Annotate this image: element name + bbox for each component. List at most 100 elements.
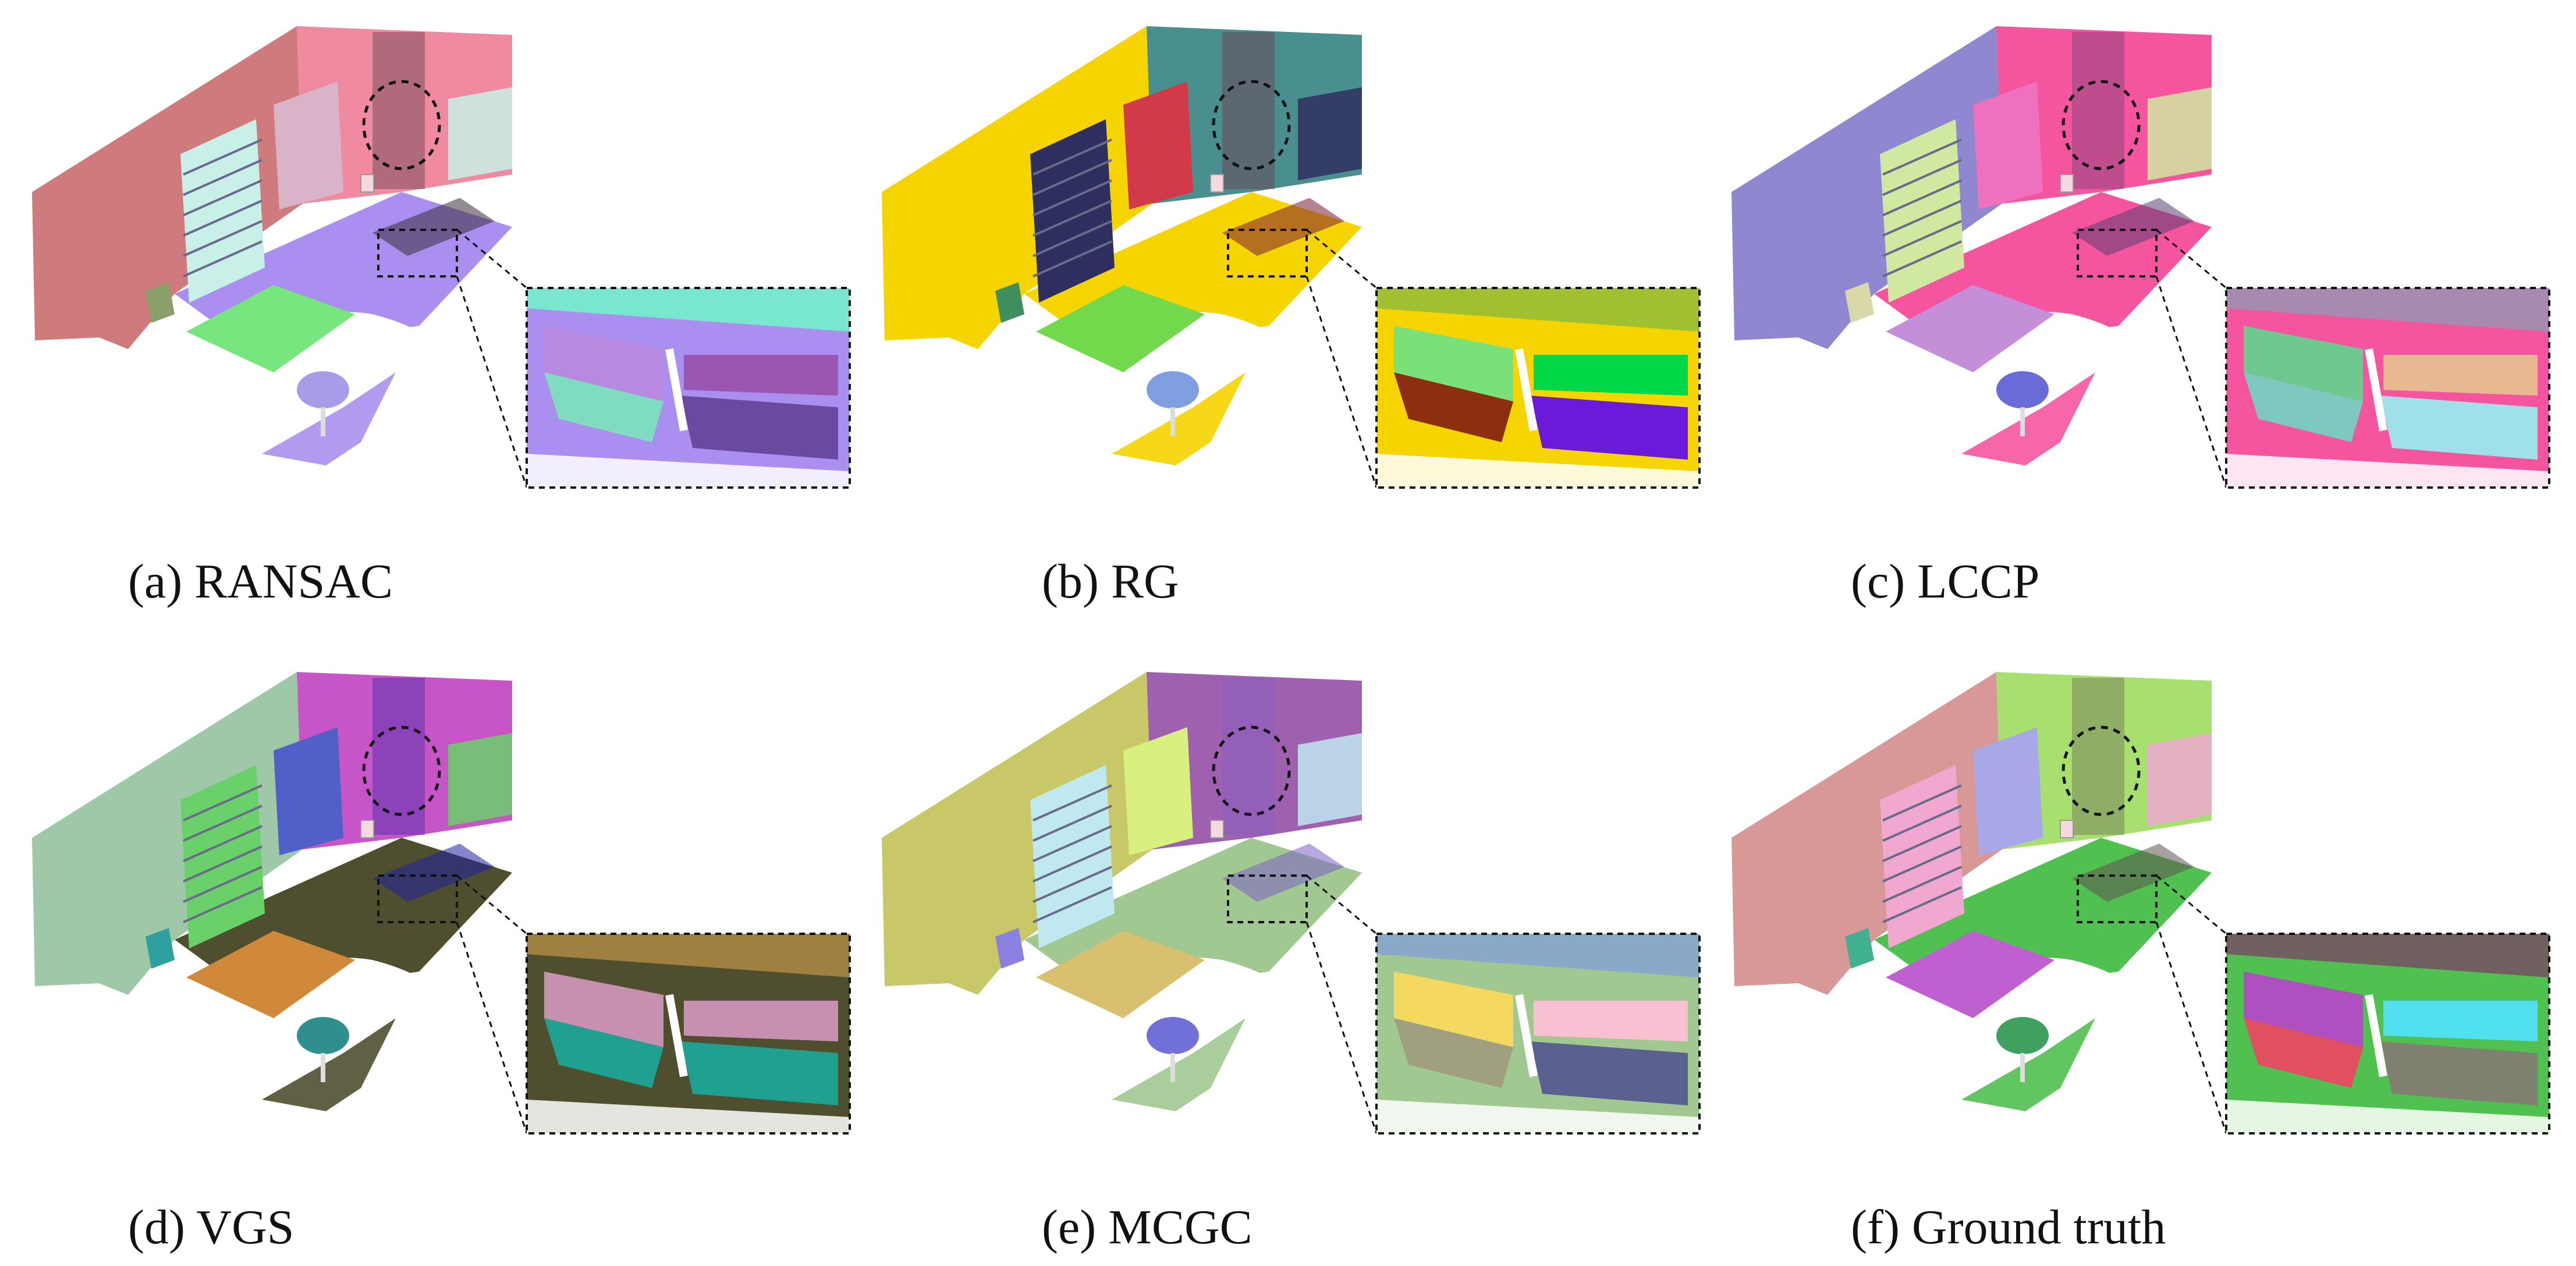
zoom-connector-top xyxy=(1306,229,1377,289)
bookshelf xyxy=(1030,119,1115,303)
panel-e: (e) MCGC xyxy=(850,646,1701,1263)
chair-left xyxy=(146,282,175,323)
wall-shelves xyxy=(1298,733,1362,826)
zoom-connector-top xyxy=(2156,229,2227,289)
inset-segment-c xyxy=(1534,355,1688,396)
door-strip xyxy=(1222,678,1275,835)
zoom-inset xyxy=(526,287,851,489)
wall-shelves xyxy=(2148,733,2212,826)
shelf-board xyxy=(183,200,262,237)
panel-b: (b) RG xyxy=(850,0,1701,617)
inset-segment-a xyxy=(544,326,663,401)
panel-d: (d) VGS xyxy=(0,646,851,1263)
inset-segment-d xyxy=(1531,1041,1688,1105)
zoom-connector-top xyxy=(2156,874,2227,935)
door-strip xyxy=(2072,32,2124,189)
shelf-board xyxy=(1032,845,1112,883)
table xyxy=(186,285,355,372)
office-chair xyxy=(297,1017,349,1054)
wall-shelves xyxy=(1298,87,1362,180)
caption-b: (b) RG xyxy=(1042,554,1179,609)
highlight-ellipse xyxy=(2061,80,2141,170)
highlight-ellipse xyxy=(2061,726,2141,816)
wall-shelves xyxy=(2148,87,2212,180)
desk xyxy=(1222,198,1344,256)
caption-e: (e) MCGC xyxy=(1042,1200,1252,1254)
highlight-ellipse xyxy=(1212,80,1291,170)
highlight-ellipse xyxy=(1212,726,1291,816)
desk xyxy=(372,844,495,902)
shelf-board xyxy=(183,886,262,923)
scene-render-c xyxy=(1731,26,2550,489)
inset-segment-b xyxy=(1394,372,1513,442)
bookshelf xyxy=(180,119,265,303)
inset-segment-d xyxy=(681,1041,838,1105)
bookshelf xyxy=(1030,765,1115,948)
chair-mat xyxy=(1112,372,1246,465)
caption-f: (f) Ground truth xyxy=(1851,1200,2166,1254)
zoom-connector-top xyxy=(456,874,527,935)
table xyxy=(1036,285,1205,372)
scene-render-e xyxy=(882,672,1701,1135)
door-strip xyxy=(372,32,425,189)
cabinet xyxy=(274,727,343,855)
cabinet xyxy=(1973,81,2043,209)
shelf-board xyxy=(183,845,262,883)
wastebasket xyxy=(2060,820,2074,838)
shelf-board xyxy=(1882,240,1962,278)
desk xyxy=(2072,198,2194,256)
table xyxy=(1886,931,2055,1018)
caption-a: (a) RANSAC xyxy=(128,554,393,609)
zoom-connector-bottom xyxy=(1305,276,1378,488)
shelf-board xyxy=(1882,805,1962,842)
inset-segment-c xyxy=(2383,1001,2538,1041)
inset-segment-c xyxy=(2383,355,2538,396)
shelf-board xyxy=(183,179,262,216)
shelf-board xyxy=(1882,845,1962,883)
left-wall xyxy=(32,26,303,349)
door-strip xyxy=(2072,678,2124,835)
shelf-board xyxy=(1032,138,1112,176)
scene-render-d xyxy=(32,672,851,1135)
chair-mat xyxy=(1112,1018,1246,1111)
chair-mat xyxy=(262,372,396,465)
shelf-board xyxy=(1882,200,1962,237)
chair-mat xyxy=(262,1018,396,1111)
table xyxy=(1036,931,1205,1018)
zoom-connector-bottom xyxy=(1305,922,1378,1134)
caption-d: (d) VGS xyxy=(128,1200,294,1254)
shelf-board xyxy=(1882,886,1962,923)
inset-segment-b xyxy=(544,1018,663,1088)
inset-segment-a xyxy=(2244,326,2363,401)
highlight-ellipse xyxy=(362,80,441,170)
door-strip xyxy=(372,678,425,835)
bookshelf xyxy=(1880,765,1964,948)
inset-segment-a xyxy=(544,972,663,1047)
inset-segment-d xyxy=(2380,396,2538,460)
inset-segment-d xyxy=(2380,1041,2538,1105)
zoom-inset xyxy=(526,933,851,1135)
shelf-board xyxy=(1032,825,1112,862)
shelf-board xyxy=(1882,179,1962,216)
wastebasket xyxy=(1210,820,1224,838)
shelf-board xyxy=(1032,179,1112,216)
left-wall xyxy=(32,672,303,995)
desk xyxy=(2072,844,2194,902)
bookshelf xyxy=(180,765,265,948)
shelf-board xyxy=(1032,886,1112,923)
shelf-board xyxy=(1032,866,1112,903)
panel-a: (a) RANSAC xyxy=(0,0,851,617)
shelf-board xyxy=(183,866,262,903)
bookshelf xyxy=(1880,119,1964,303)
chair-mat xyxy=(1961,372,2095,465)
shelf-board xyxy=(183,805,262,842)
shelf-board xyxy=(1032,784,1112,822)
zoom-connector-bottom xyxy=(456,922,528,1134)
chair-left xyxy=(1845,928,1874,969)
inset-segment-a xyxy=(1394,326,1513,401)
wastebasket xyxy=(360,820,374,838)
scene-render-b xyxy=(882,26,1701,489)
panel-f: (f) Ground truth xyxy=(1699,646,2550,1263)
scene-render-f xyxy=(1731,672,2550,1135)
caption-c: (c) LCCP xyxy=(1851,554,2040,609)
